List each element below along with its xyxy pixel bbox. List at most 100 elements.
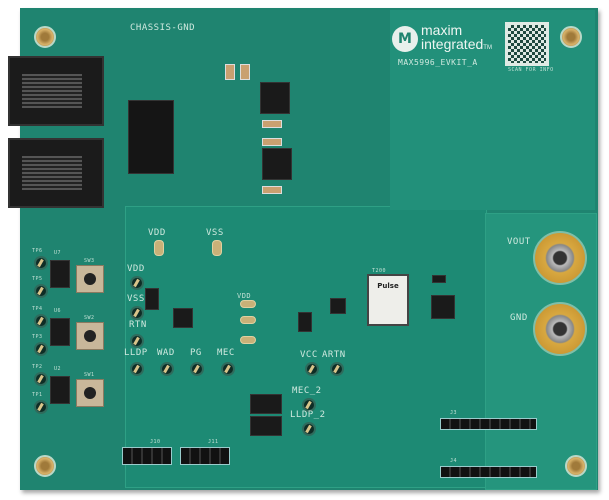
vss-top-label: VSS bbox=[206, 228, 224, 238]
artn-test-point bbox=[330, 362, 344, 376]
vdd-jumper-pad bbox=[240, 300, 256, 308]
wad-test-point bbox=[160, 362, 174, 376]
vcc-label: VCC bbox=[300, 350, 318, 360]
mec-test-point bbox=[221, 362, 235, 376]
tp1 bbox=[34, 400, 48, 414]
u2-label: U2 bbox=[54, 366, 62, 372]
tp5-label: TP5 bbox=[32, 276, 43, 282]
tp4 bbox=[34, 314, 48, 328]
u6-label: U6 bbox=[54, 308, 62, 314]
qr-caption: SCAN FOR INFO bbox=[508, 67, 554, 73]
capacitor bbox=[240, 64, 250, 80]
j11-label: J11 bbox=[208, 439, 219, 445]
mec2-test-point bbox=[302, 398, 316, 412]
push-button-sw2[interactable] bbox=[76, 322, 104, 350]
rtn-label: RTN bbox=[129, 320, 147, 330]
vss-pad bbox=[212, 240, 222, 256]
pcb-board bbox=[20, 8, 598, 490]
sw3-label: SW3 bbox=[84, 258, 95, 264]
artn-label: ARTN bbox=[322, 350, 346, 360]
j3-label: J3 bbox=[450, 410, 458, 416]
mounting-hole bbox=[34, 26, 56, 48]
tp4-label: TP4 bbox=[32, 306, 43, 312]
push-button-sw3[interactable] bbox=[76, 265, 104, 293]
wall-adapter-pad bbox=[240, 336, 256, 344]
header-j11[interactable] bbox=[180, 447, 230, 465]
logo-tm: TM bbox=[483, 45, 492, 51]
transformer-chip bbox=[128, 100, 174, 174]
part-number: MAX5996_EVKIT_A bbox=[398, 58, 478, 67]
transformer-brand: Pulse bbox=[377, 282, 399, 290]
tp3 bbox=[34, 342, 48, 356]
transistor bbox=[298, 312, 312, 332]
u7-label: U7 bbox=[54, 250, 62, 256]
tp5 bbox=[34, 284, 48, 298]
tp6 bbox=[34, 256, 48, 270]
vdd-mid-label: VDD bbox=[237, 292, 252, 300]
j10-label: J10 bbox=[150, 439, 161, 445]
diode bbox=[432, 275, 446, 283]
header-j3[interactable] bbox=[440, 418, 537, 430]
copper-zone bbox=[125, 206, 487, 488]
rj45-jack-top bbox=[8, 56, 104, 126]
vdd-pad bbox=[154, 240, 164, 256]
vss-test-point bbox=[130, 306, 144, 320]
capacitor bbox=[225, 64, 235, 80]
capacitor bbox=[262, 138, 282, 146]
mounting-hole bbox=[565, 455, 587, 477]
ic bbox=[330, 298, 346, 314]
wall-adapter-pad bbox=[240, 316, 256, 324]
ic bbox=[431, 295, 455, 319]
mounting-hole bbox=[560, 26, 582, 48]
maxim-logo-icon: M bbox=[392, 26, 418, 52]
mec-label: MEC bbox=[217, 348, 235, 358]
vdd-top-label: VDD bbox=[148, 228, 166, 238]
lldp-test-point bbox=[130, 362, 144, 376]
push-button-sw1[interactable] bbox=[76, 379, 104, 407]
t200-label: T200 bbox=[372, 268, 387, 274]
vdd-label: VDD bbox=[127, 264, 145, 274]
max5996-ic bbox=[173, 308, 193, 328]
gnd-label: GND bbox=[510, 313, 528, 323]
bridge-rectifier bbox=[262, 148, 292, 180]
lldp-label: LLDP bbox=[124, 348, 148, 358]
rtn-test-point bbox=[130, 334, 144, 348]
tp3-label: TP3 bbox=[32, 334, 43, 340]
header-j4[interactable] bbox=[440, 466, 537, 478]
mounting-hole bbox=[34, 455, 56, 477]
tp1-label: TP1 bbox=[32, 392, 43, 398]
header-j10[interactable] bbox=[122, 447, 172, 465]
tp6-label: TP6 bbox=[32, 248, 43, 254]
sw1-label: SW1 bbox=[84, 372, 95, 378]
capacitor bbox=[262, 186, 282, 194]
vcc-test-point bbox=[305, 362, 319, 376]
optocoupler-u6 bbox=[50, 318, 70, 346]
optocoupler-u2 bbox=[50, 376, 70, 404]
logo-zone bbox=[390, 10, 595, 210]
sw2-label: SW2 bbox=[84, 315, 95, 321]
optocoupler-u7 bbox=[50, 260, 70, 288]
vout-label: VOUT bbox=[507, 237, 531, 247]
gnd-binding-post[interactable] bbox=[533, 302, 587, 356]
optocoupler bbox=[250, 394, 282, 414]
tp2 bbox=[34, 372, 48, 386]
vdd-test-point bbox=[130, 276, 144, 290]
qr-code bbox=[505, 22, 549, 66]
bridge-rectifier bbox=[260, 82, 290, 114]
optocoupler bbox=[250, 416, 282, 436]
tp2-label: TP2 bbox=[32, 364, 43, 370]
vout-binding-post[interactable] bbox=[533, 231, 587, 285]
diode bbox=[145, 288, 159, 310]
lldp2-label: LLDP_2 bbox=[290, 410, 326, 420]
pg-label: PG bbox=[190, 348, 202, 358]
rj45-jack-bottom bbox=[8, 138, 104, 208]
capacitor bbox=[262, 120, 282, 128]
logo-line2: integrated bbox=[421, 36, 484, 52]
vss-label: VSS bbox=[127, 294, 145, 304]
wad-label: WAD bbox=[157, 348, 175, 358]
lldp2-test-point bbox=[302, 422, 316, 436]
pg-test-point bbox=[190, 362, 204, 376]
logo-line1: maxim bbox=[421, 22, 463, 38]
mec2-label: MEC_2 bbox=[292, 386, 322, 396]
